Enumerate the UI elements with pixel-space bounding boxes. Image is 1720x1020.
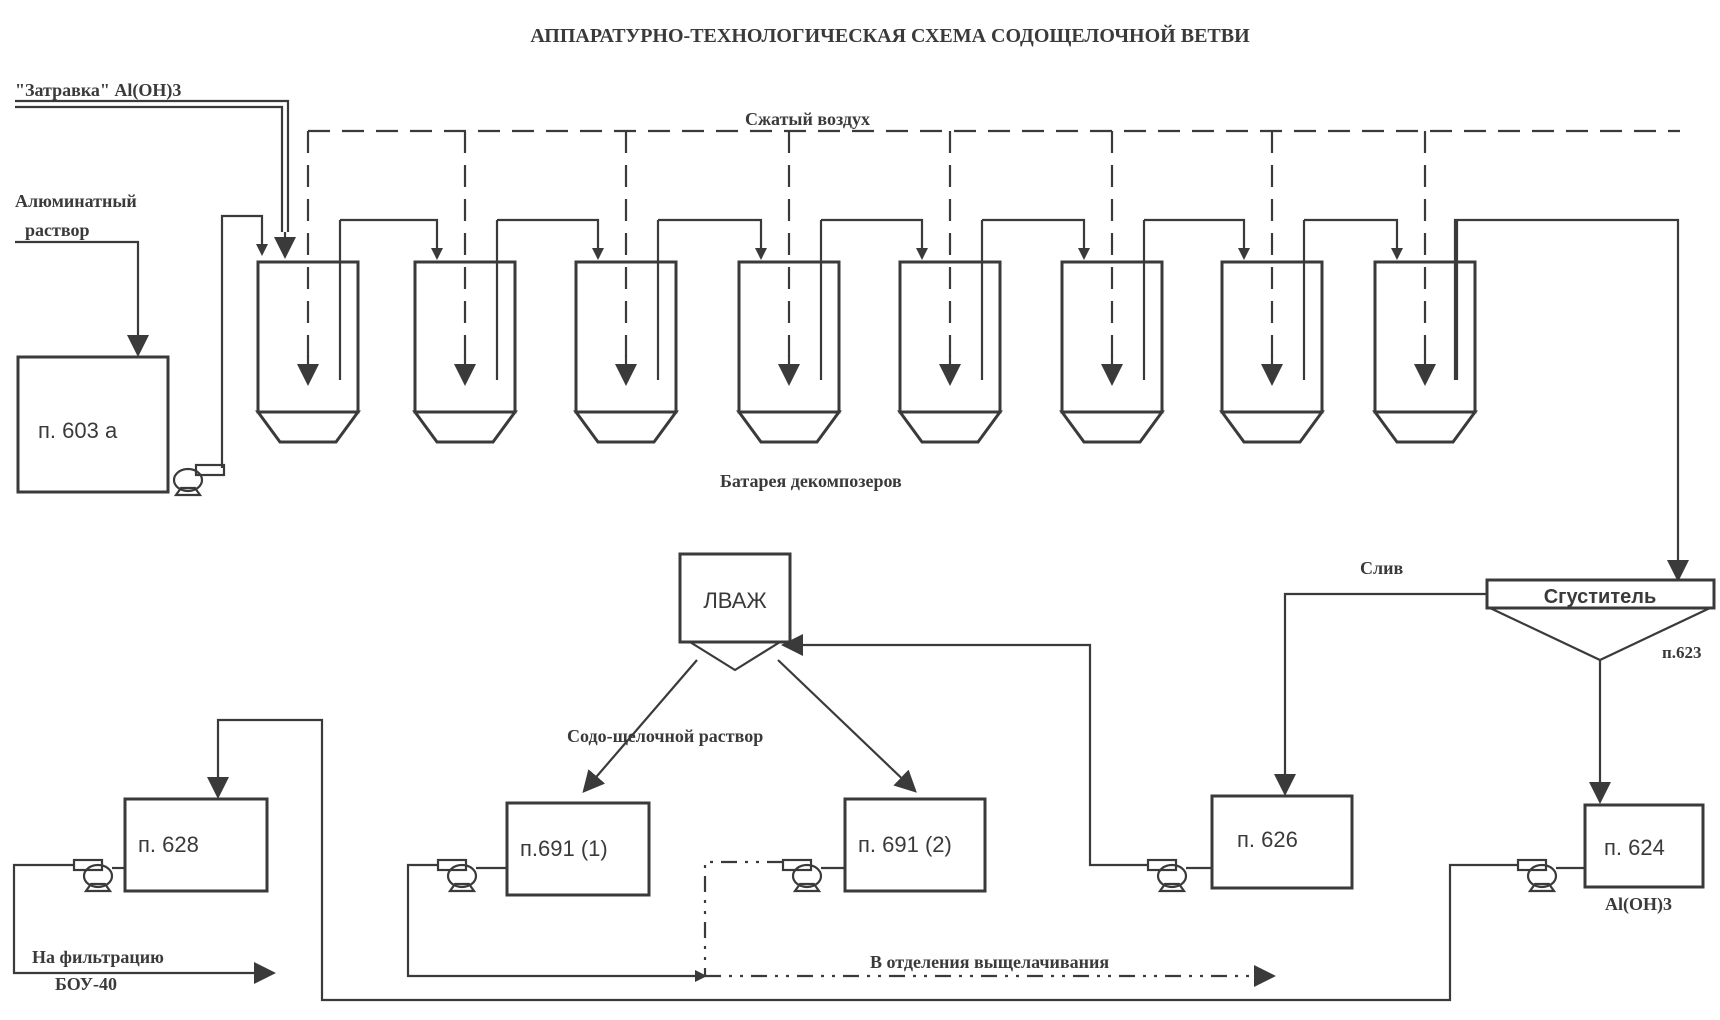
lvazh-to-p691-2-line (777, 659, 917, 793)
pump-p628-icon (72, 858, 114, 893)
thickener-number: п.623 (1662, 643, 1702, 662)
decomposer-1 (255, 220, 361, 444)
tank-p624-label: п. 624 (1604, 835, 1665, 860)
seed-feed-line (15, 99, 296, 259)
soda-alkali-label: Содо-щелочной раствор (567, 726, 763, 746)
decomposer-8 (1372, 220, 1478, 444)
diagram-title: АППАРАТУРНО-ТЕХНОЛОГИЧЕСКАЯ СХЕМА СОДОЩЕ… (530, 24, 1250, 47)
decomposer-4 (736, 220, 842, 444)
tank-p603a: п. 603 а (16, 355, 170, 494)
seed-input-label: "Затравка" Al(OH)3 (15, 80, 181, 101)
to-leaching-label: В отделения выщелачивания (870, 952, 1109, 972)
decomposer-battery-label: Батарея декомпозеров (720, 471, 902, 491)
pump-p691-1-icon (436, 858, 478, 893)
tank-p628-label: п. 628 (138, 832, 199, 857)
tank-p626-label: п. 626 (1237, 827, 1298, 852)
aluminate-feed-line (15, 240, 149, 357)
decomposer-7 (1219, 220, 1325, 444)
aluminate-label-line1: Алюминатный (15, 191, 137, 211)
tank-p628: п. 628 (123, 797, 269, 893)
lvazh-label: ЛВАЖ (703, 588, 767, 613)
p691-2-outlet-line (703, 860, 783, 976)
tank-p624: п. 624 (1583, 803, 1705, 889)
pump-p691-2-icon (781, 858, 823, 893)
tank-p691-1-label: п.691 (1) (520, 836, 608, 861)
overflow-label: Слив (1360, 558, 1403, 578)
tank-p691-2-label: п. 691 (2) (858, 832, 952, 857)
overflow-7-to-8 (1304, 218, 1403, 260)
overflow-2-to-3 (497, 218, 604, 260)
p624-to-p628-line (207, 718, 1518, 1002)
decomposer-3 (573, 220, 679, 444)
pump-p626-icon (1146, 858, 1188, 893)
overflow-line (1274, 592, 1487, 796)
decomposer-battery (255, 220, 1478, 444)
filtration-line (12, 863, 276, 984)
overflow-5-to-6 (982, 218, 1090, 260)
air-drops (297, 131, 1436, 386)
overflow-1-to-2 (340, 218, 443, 260)
tank-p603a-label: п. 603 а (38, 418, 118, 443)
filtration-label-line1: На фильтрацию (32, 947, 164, 967)
lvazh-unit: ЛВАЖ (678, 552, 792, 672)
decomposer-2 (412, 220, 518, 444)
decomposer-overflows (340, 218, 1403, 260)
overflow-6-to-7 (1144, 218, 1250, 260)
thickener-label: Сгуститель (1544, 586, 1657, 608)
decomposer-feed-line (220, 214, 268, 468)
p626-to-lvazh-line (781, 634, 1148, 867)
filtration-label-line2: БОУ-40 (55, 974, 117, 994)
tank-p691-2: п. 691 (2) (843, 797, 987, 893)
aluminate-label-line2: раствор (25, 220, 89, 240)
tank-p691-1: п.691 (1) (505, 801, 651, 897)
overflow-3-to-4 (658, 218, 767, 260)
thickener-p623: Сгуститель п.623 (1485, 578, 1716, 662)
pump-p603a-icon (172, 463, 226, 497)
p691-1-outlet-line (406, 863, 707, 982)
aloh3-product-label: Al(OH)3 (1605, 894, 1672, 915)
compressed-air-label: Сжатый воздух (745, 109, 870, 129)
decomposer-5 (897, 220, 1003, 444)
pump-p624-icon (1516, 858, 1558, 893)
lvazh-to-p691-1-line (582, 659, 698, 794)
tank-p626: п. 626 (1210, 794, 1354, 890)
overflow-4-to-5 (821, 218, 928, 260)
decomposer-6 (1059, 220, 1165, 444)
thickener-feed-line (1453, 218, 1689, 582)
